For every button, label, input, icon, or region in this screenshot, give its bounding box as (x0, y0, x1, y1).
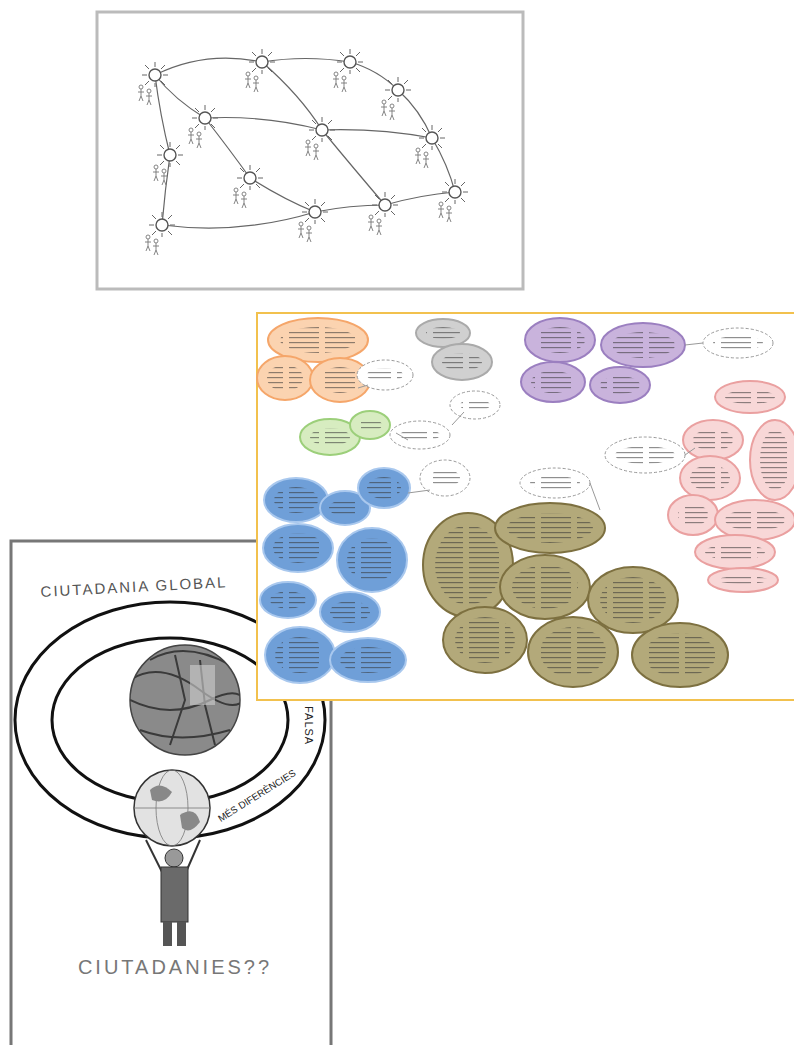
illustration-label: CIUTADANIES?? (65, 955, 285, 979)
illustration-label: FALSA (301, 704, 314, 748)
